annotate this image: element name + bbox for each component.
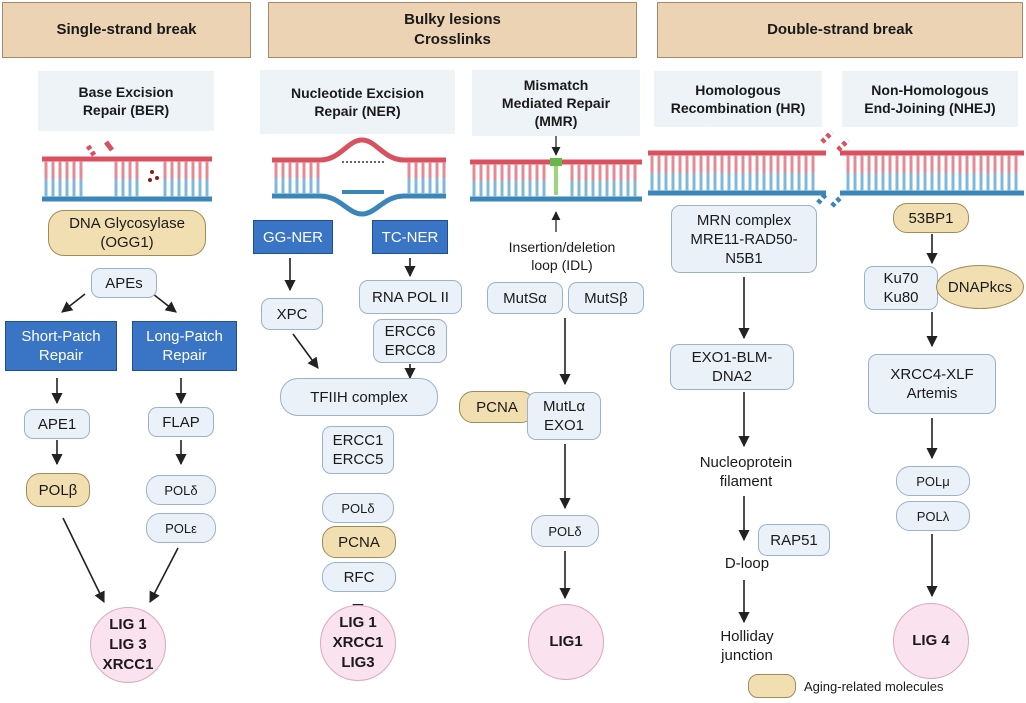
mrn-complex-node: MRN complex MRE11-RAD50- N5B1 [671,205,817,273]
holliday-junction-label: Holliday junction [720,628,774,664]
rap51-node: RAP51 [758,524,830,556]
category-double-strand-break: Double-strand break [657,2,1023,58]
dnapkcs-node: DNAPkcs [936,265,1024,309]
mutsa-node: MutSα [487,282,563,314]
mutla-exo1-node: MutLα EXO1 [527,392,601,440]
rna-pol-ii-node: RNA POL II [359,280,462,314]
rfc-node: RFC [322,562,396,592]
ber-dna-illustration [42,140,212,202]
pollambda-node: POLλ [896,501,970,531]
mmr-title: Mismatch Mediated Repair (MMR) [472,70,640,136]
ner-ligase-node: LIG 1 XRCC1 LIG3 [320,605,396,681]
hr-title: Homologous Recombination (HR) [654,71,822,127]
mmr-dna-illustration [470,136,642,232]
tc-ner-node: TC-NER [372,220,448,254]
flap-node: FLAP [148,407,214,437]
short-patch-repair-node: Short-Patch Repair [5,321,117,371]
nucleoprotein-filament-label: Nucleoprotein filament [699,454,793,490]
ner-pcna-node: PCNA [322,526,396,558]
dsb-dna-illustration [648,130,1024,208]
mmr-pold-node: POLδ [531,515,599,547]
pole-node: POLε [146,513,216,543]
dna-glycosylase-node: DNA Glycosylase (OGG1) [48,210,206,256]
ner-pold-node: POLδ [322,493,394,523]
polb-node: POLβ [26,473,90,507]
xrcc4-xlf-artemis-node: XRCC4-XLF Artemis [868,354,996,414]
category-single-strand-break: Single-strand break [2,2,251,58]
xpc-node: XPC [261,298,323,330]
legend-label: Aging-related molecules [804,678,944,694]
nhej-title: Non-Homologous End-Joining (NHEJ) [842,71,1018,127]
ku70-ku80-node: Ku70 Ku80 [864,266,938,310]
ercc6-ercc8-node: ERCC6 ERCC8 [373,319,447,363]
d-loop-label: D-loop [724,554,770,572]
mutsb-node: MutSβ [568,282,644,314]
53bp1-node: 53BP1 [893,203,969,233]
ner-dna-illustration [272,137,446,217]
ape1-node: APE1 [24,409,90,439]
ber-ligase-node: LIG 1 LIG 3 XRCC1 [90,607,166,683]
apes-node: APEs [91,268,157,298]
legend-swatch-aging [748,674,796,698]
long-patch-repair-node: Long-Patch Repair [132,321,237,371]
mmr-pcna-node: PCNA [459,391,535,423]
mmr-ligase-node: LIG1 [528,604,604,680]
category-bulky-lesions: Bulky lesions Crosslinks [268,2,637,58]
ercc1-ercc5-node: ERCC1 ERCC5 [322,426,394,474]
pold-node: POLδ [146,475,216,505]
ner-title: Nucleotide Excision Repair (NER) [260,70,455,134]
ber-title: Base Excision Repair (BER) [38,71,214,131]
polmu-node: POLμ [896,466,970,496]
gg-ner-node: GG-NER [253,220,333,254]
tfiih-complex-node: TFIIH complex [280,378,438,416]
nhej-ligase-node: LIG 4 [893,603,969,679]
exo1-blm-dna2-node: EXO1-BLM- DNA2 [670,344,794,390]
idl-label: Insertion/deletion loop (IDL) [508,239,616,273]
